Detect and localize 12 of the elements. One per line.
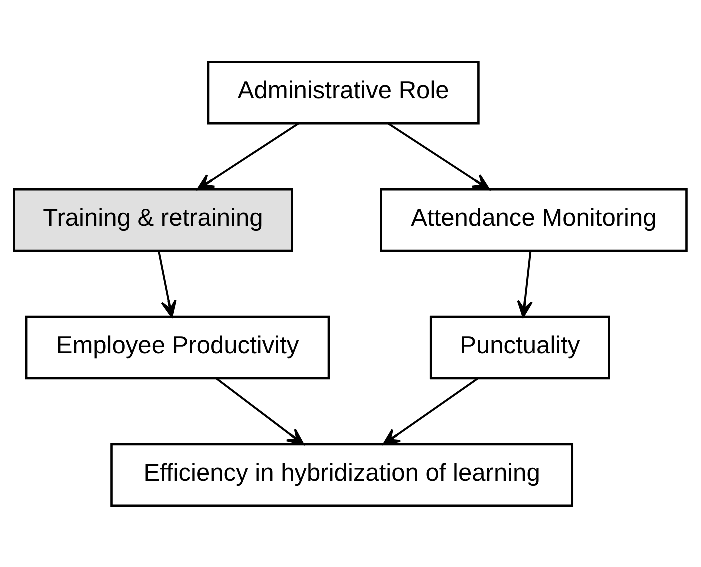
arrow (158, 250, 177, 318)
node-box: Training & retraining (13, 188, 294, 252)
node-box: Employee Productivity (25, 315, 330, 380)
node-box: Efficiency in hybridization of learning (110, 442, 574, 507)
arrow (197, 122, 299, 190)
node-box: Attendance Monitoring (380, 188, 688, 252)
arrow (388, 122, 490, 190)
node-box: Punctuality (430, 315, 610, 380)
arrow (517, 250, 533, 318)
arrow (382, 377, 479, 445)
node-box: Administrative Role (207, 60, 480, 124)
arrow (216, 377, 304, 445)
